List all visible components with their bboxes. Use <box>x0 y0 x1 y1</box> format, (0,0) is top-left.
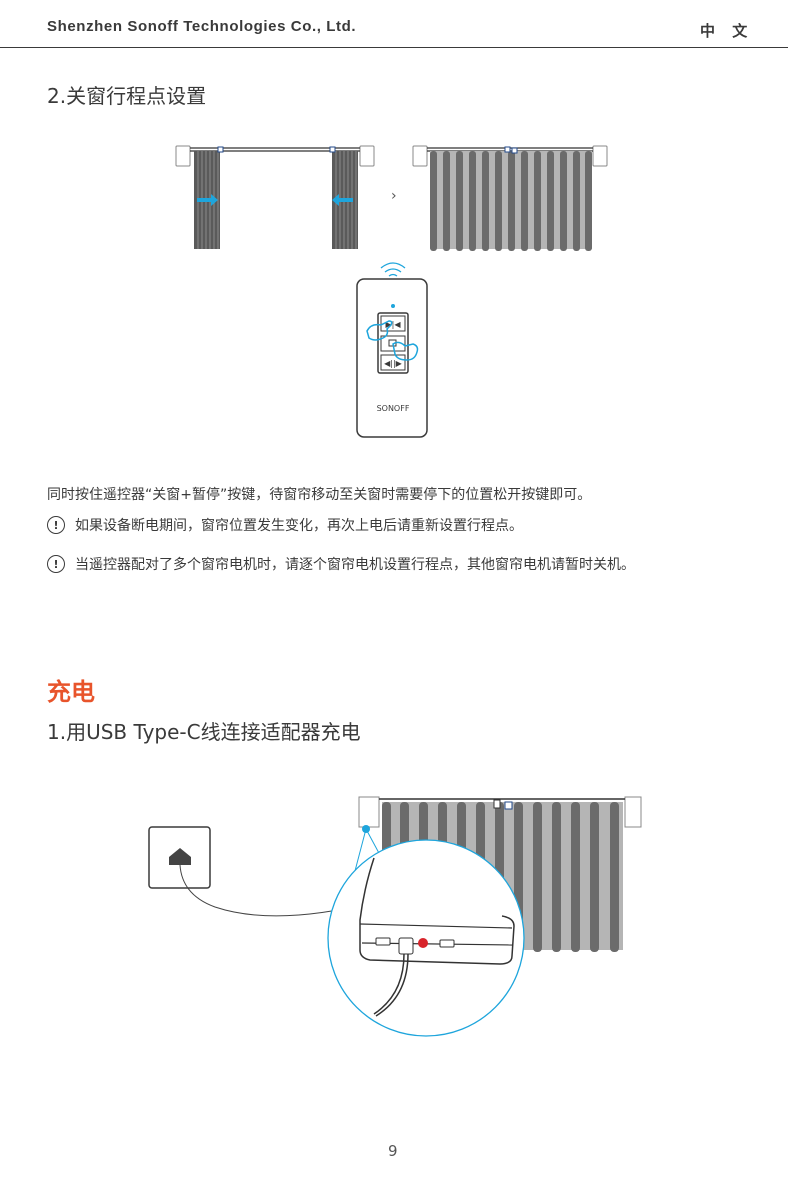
svg-text:◀||▶: ◀||▶ <box>384 359 403 368</box>
language-label: 中 文 <box>700 22 754 40</box>
arrow-left-icon <box>332 194 353 206</box>
page-header: Shenzhen Sonoff Technologies Co., Ltd. 中… <box>0 0 788 48</box>
remote-brand-logo: SONOFF <box>377 404 410 413</box>
warning-note: ! 当遥控器配对了多个窗帘电机时，请逐个窗帘电机设置行程点，其他窗帘电机请暂时关… <box>47 554 635 574</box>
power-led-icon <box>418 938 428 948</box>
warning-note: ! 如果设备断电期间，窗帘位置发生变化，再次上电后请重新设置行程点。 <box>47 515 523 535</box>
arrow-right-icon <box>197 194 218 206</box>
charging-illustration <box>148 796 642 1037</box>
company-name: Shenzhen Sonoff Technologies Co., Ltd. <box>47 18 357 35</box>
curtain-open-illustration <box>175 145 375 249</box>
step2-title: 2.关窗行程点设置 <box>47 84 207 108</box>
exclamation-circle-icon: ! <box>47 555 65 573</box>
next-arrow-glyph: › <box>391 188 397 204</box>
charging-section-title: 充电 <box>47 678 95 706</box>
finger-hand-icon <box>366 320 393 341</box>
exclamation-circle-icon: ! <box>47 516 65 534</box>
wireless-signal-icon <box>380 262 406 277</box>
finger-hand-icon <box>392 341 419 361</box>
curtain-closed-illustration <box>412 145 608 251</box>
charging-step1-title: 1.用USB Type-C线连接适配器充电 <box>47 720 361 744</box>
page-number: 9 <box>388 1142 398 1160</box>
svg-text:▶|◀: ▶|◀ <box>386 320 402 329</box>
remote-control-illustration: ▶|◀ ◀||▶ SONOFF <box>356 262 428 438</box>
step2-instruction: 同时按住遥控器“关窗+暂停”按键，待窗帘移动至关窗时需要停下的位置松开按键即可。 <box>47 487 592 503</box>
